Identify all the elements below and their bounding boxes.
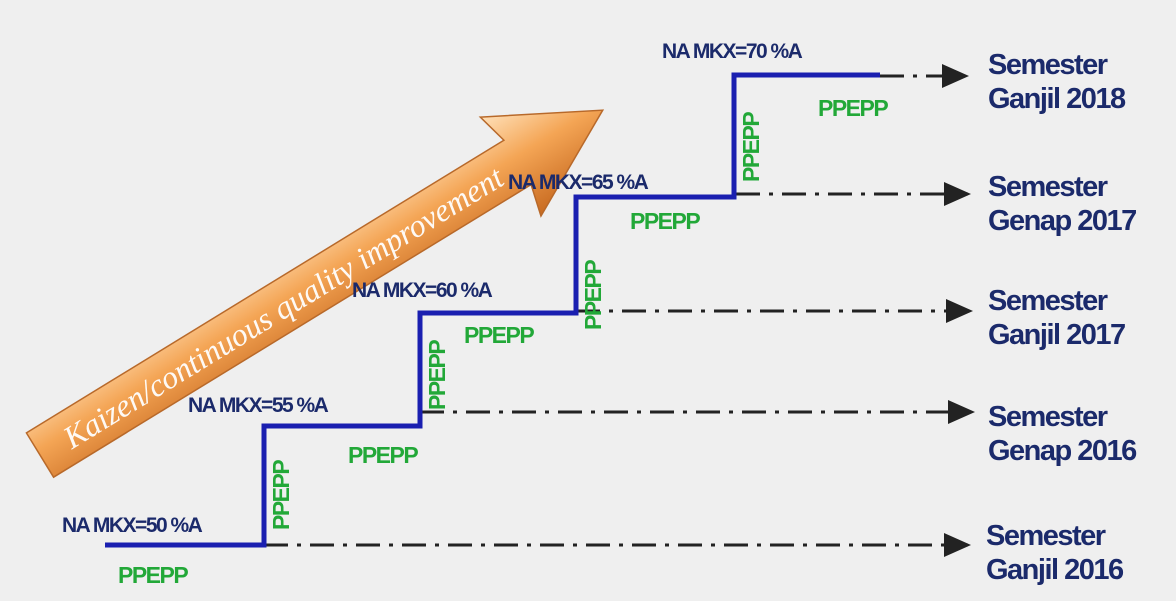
ppepp-label-1: PPEPP — [118, 562, 189, 588]
semester-label-1-line2: Ganjil 2018 — [988, 83, 1126, 115]
step-label-4: NA MKX=65 %A — [508, 171, 649, 194]
arrow-shape — [25, 109, 605, 479]
semester-label-1: Semester Ganjil 2018 — [988, 48, 1126, 116]
ppepp-vertical-4: PPEPP — [738, 112, 764, 182]
semester-label-5: Semester Ganjil 2016 — [986, 519, 1124, 587]
semester-label-5-line2: Ganjil 2016 — [986, 554, 1124, 586]
semester-label-3-line1: Semester — [988, 285, 1108, 317]
ppepp-label-5: PPEPP — [818, 95, 889, 121]
ppepp-label-3: PPEPP — [464, 322, 535, 348]
step-label-5: NA MKX=70 %A — [662, 40, 803, 63]
semester-label-2-line1: Semester — [988, 171, 1108, 203]
ppepp-label-4: PPEPP — [630, 208, 701, 234]
semester-label-5-line1: Semester — [986, 520, 1106, 552]
ppepp-vertical-1: PPEPP — [268, 460, 294, 530]
ppepp-label-2: PPEPP — [348, 442, 419, 468]
step-label-3: NA MKX=60 %A — [352, 279, 493, 302]
semester-label-4-line2: Genap 2016 — [988, 435, 1137, 467]
staircase-line — [105, 72, 880, 548]
step-label-2: NA MKX=55 %A — [188, 394, 329, 417]
semester-label-2-line2: Genap 2017 — [988, 205, 1137, 237]
semester-label-4: Semester Genap 2016 — [988, 400, 1137, 468]
semester-label-2: Semester Genap 2017 — [988, 170, 1137, 238]
semester-label-1-line1: Semester — [988, 49, 1108, 81]
guide-lines — [264, 64, 975, 557]
semester-label-3-line2: Ganjil 2017 — [988, 319, 1126, 351]
kaizen-arrow: Kaizen/continuous quality improvement — [25, 109, 605, 479]
ppepp-vertical-3: PPEPP — [580, 260, 606, 330]
semester-label-3: Semester Ganjil 2017 — [988, 284, 1126, 352]
ppepp-vertical-2: PPEPP — [424, 340, 450, 410]
step-label-1: NA MKX=50 %A — [62, 514, 203, 537]
semester-label-4-line1: Semester — [988, 401, 1108, 433]
